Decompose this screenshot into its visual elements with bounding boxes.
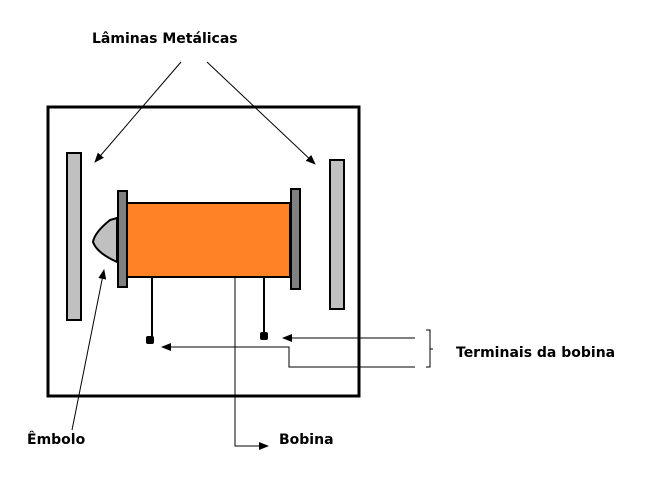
left-metal-plate [66, 152, 82, 321]
laminas-label: Lâminas Metálicas [92, 31, 238, 47]
left-flange [117, 190, 128, 288]
coil [126, 202, 291, 278]
right-metal-plate [329, 159, 345, 310]
bobina-label: Bobina [279, 432, 334, 448]
embolo-arrow [71, 269, 107, 431]
terminal-arrow-left [161, 343, 415, 368]
terminais-label: Terminais da bobina [456, 345, 615, 361]
terminais-bracket [426, 329, 433, 368]
laminas-arrow-right [206, 61, 316, 165]
plunger [91, 216, 118, 264]
terminal-right [260, 332, 268, 340]
laminas-arrow-left [94, 61, 182, 163]
bobina-arrow [234, 277, 269, 450]
right-flange [290, 188, 301, 290]
embolo-label: Êmbolo [27, 431, 86, 448]
housing-box [46, 105, 361, 398]
terminal-left [146, 336, 154, 344]
